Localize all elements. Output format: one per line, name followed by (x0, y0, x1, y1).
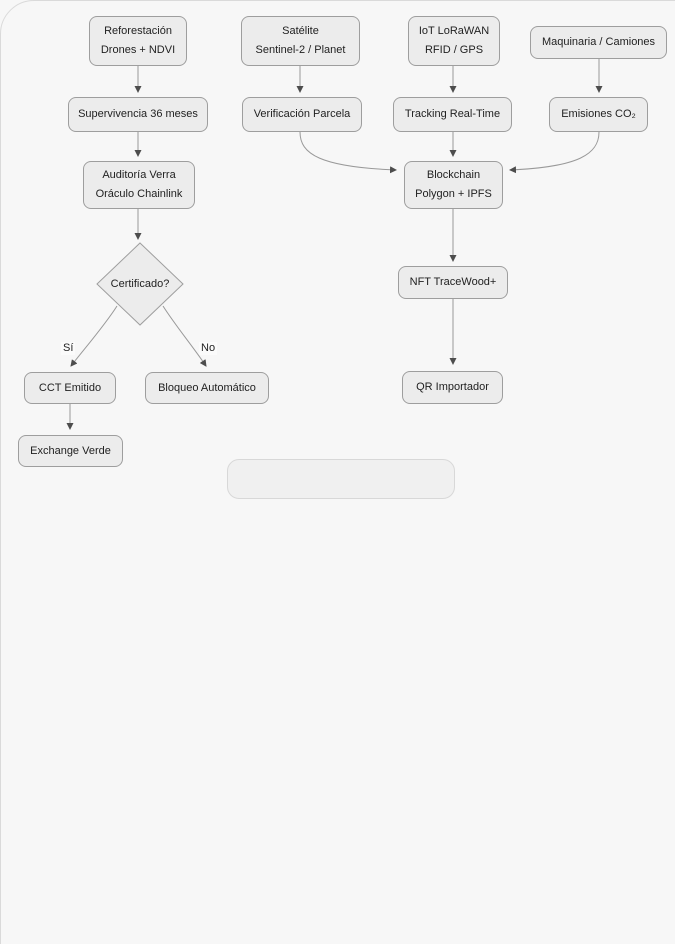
node-bloqueo: Bloqueo Automático (145, 372, 269, 404)
node-reforestacion: Reforestación Drones + NDVI (89, 16, 187, 66)
node-label: Exchange Verde (30, 444, 111, 457)
node-label: Emisiones CO₂ (561, 108, 636, 120)
edge-label-si: Sí (61, 342, 76, 355)
node-cct: CCT Emitido (24, 372, 116, 404)
node-nft: NFT TraceWood+ (398, 266, 508, 299)
edge-label-no: No (199, 342, 218, 355)
node-partial-bottom (227, 459, 455, 499)
node-exchange: Exchange Verde (18, 435, 123, 467)
node-label: Sentinel-2 / Planet (255, 44, 346, 56)
node-label: Certificado? (110, 278, 170, 290)
node-verificacion: Verificación Parcela (242, 97, 362, 132)
node-label: Blockchain (426, 169, 481, 181)
node-label: Polygon + IPFS (415, 188, 492, 200)
node-label: NFT TraceWood+ (409, 276, 497, 288)
node-tracking: Tracking Real-Time (393, 97, 512, 132)
node-maquinaria: Maquinaria / Camiones (530, 26, 667, 59)
node-label: Drones + NDVI (100, 44, 176, 56)
node-blockchain: Blockchain Polygon + IPFS (404, 161, 503, 209)
node-label: Oráculo Chainlink (95, 188, 183, 200)
node-certificado: Certificado? (97, 243, 183, 325)
node-label: CCT Emitido (38, 381, 102, 394)
node-auditoria: Auditoría Verra Oráculo Chainlink (83, 161, 195, 209)
node-label: Auditoría Verra (102, 169, 176, 181)
node-label: QR Importador (416, 381, 489, 393)
node-satelite: Satélite Sentinel-2 / Planet (241, 16, 360, 66)
node-emisiones: Emisiones CO₂ (549, 97, 648, 132)
node-qr: QR Importador (402, 371, 503, 404)
node-supervivencia: Supervivencia 36 meses (68, 97, 208, 132)
node-iot: IoT LoRaWAN RFID / GPS (408, 16, 500, 66)
node-label: Reforestación (104, 25, 172, 37)
node-label: Bloqueo Automático (158, 381, 256, 394)
node-label: RFID / GPS (424, 44, 484, 56)
node-label: Satélite (282, 25, 319, 37)
node-label: IoT LoRaWAN (418, 25, 490, 37)
node-label: Verificación Parcela (253, 108, 351, 120)
node-label: Tracking Real-Time (404, 108, 501, 120)
node-label: Supervivencia 36 meses (78, 108, 198, 120)
node-label: Maquinaria / Camiones (541, 36, 656, 48)
